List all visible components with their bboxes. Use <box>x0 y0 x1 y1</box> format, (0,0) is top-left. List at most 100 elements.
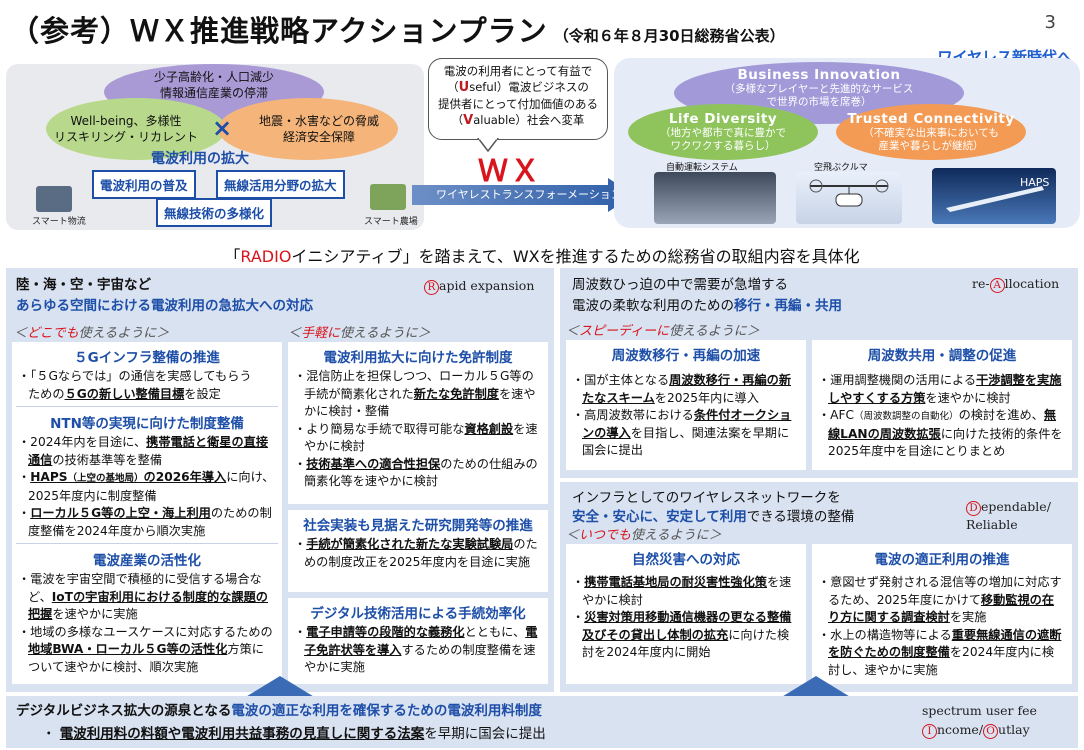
vision-text: 産業や暮らしが継続） <box>878 140 984 152</box>
list-item: ・高周波数帯における条件付オークションの導入を目指し、関連法案を早期に国会に提出 <box>572 408 792 457</box>
card-title: デジタル技術活用による手続効率化 <box>310 606 526 622</box>
card-body: ・手続が簡素化された新たな実験試験局のための制度改正を2025年度内を目途に実施 <box>288 534 548 571</box>
wx-label: ＷＸ <box>478 154 542 189</box>
vision-text: で世界の市場を席巻） <box>766 96 872 108</box>
list-item: ・電波を宇宙空間で積極的に受信する場合など、IoTの宇宙利用における制度的な課題… <box>18 572 268 621</box>
vision-text: （不確実な出来事においても <box>863 127 999 139</box>
caption-smart-farm: スマート農場 <box>364 217 418 227</box>
card-digital: デジタル技術活用による手続効率化 ・電子申請等の段階的な義務化とともに、電子免許… <box>288 598 548 684</box>
card-title: NTN等の実現に向けた制度整備 <box>50 416 244 432</box>
issue-ellipse-disaster: 地震・水害などの脅威 経済安全保障 <box>218 98 398 160</box>
vision-text: （多様なプレイヤーと先進的なサービス <box>724 83 914 95</box>
up-triangle-icon <box>244 676 316 698</box>
page-title: （参考）ＷＸ推進戦略アクションプラン（令和６年８月30日総務省公表） <box>10 14 785 48</box>
list-item: ・国が主体となる周波数移行・再編の新たなスキームを2025年内に導入 <box>572 373 792 405</box>
card-title: 周波数移行・再編の加速 <box>611 348 761 364</box>
challenges-panel: 少子高齢化・人口減少 情報通信産業の停滞 Well-being、多様性 リスキリ… <box>6 64 424 230</box>
list-item: ・2024年内を目途に、携帯電話と衛星の直接通信の技術基準等を整備 <box>18 435 269 467</box>
card-title: 電波の適正利用の推進 <box>874 552 1010 568</box>
motto-easily: ＜手軽に使えるように＞ <box>288 326 431 341</box>
left-panel-heading: 陸・海・空・宇宙など <box>16 277 151 293</box>
reallocation-subheading: 電波の柔軟な利用のための移行・再編・共用 <box>572 298 842 314</box>
card-proper-use: 電波の適正利用の推進 ・意図せず発射される混信等の増加に対応するため、2025年… <box>812 544 1072 684</box>
page-number: 3 <box>1044 12 1056 33</box>
radio-initiative-line: 「RADIOイニシアティブ」を踏まえて、WXを推進するための総務省の取組内容を具… <box>224 247 860 266</box>
caption-autonomous-driving: 自動運転システム <box>666 163 738 173</box>
card-body: ・運用調整機関の活用による干渉調整を実施しやすくする方策を速やかに検討 ・AFC… <box>812 364 1072 461</box>
caption-smart-logistics: スマート物流 <box>32 217 86 227</box>
list-item: ・運用調整機関の活用による干渉調整を実施しやすくする方策を速やかに検討 <box>818 373 1062 405</box>
autonomous-driving-image <box>654 172 776 224</box>
list-item: ・携帯電話基地局の耐災害性強化策を速やかに検討 <box>572 575 792 607</box>
haps-image <box>932 168 1056 224</box>
issue-text: 少子高齢化・人口減少 <box>153 70 274 84</box>
list-item: ・地域の多様なユースケースに対応するための地域BWA・ローカル５G等の活性化方策… <box>18 624 273 674</box>
vision-title: Life Diversity <box>668 111 778 127</box>
up-triangle-icon <box>780 676 852 698</box>
motto-anywhere: ＜どこでも使えるように＞ <box>14 326 170 341</box>
list-item: ・技術基準への適合性担保のための仕組みの簡素化等を速やかに検討 <box>294 456 538 489</box>
list-item: ・HAPS（上空の基地局）の2026年導入に向け、2025年度内に制度整備 <box>18 470 275 503</box>
vision-panel: Business Innovation （多様なプレイヤーと先進的なサービス で… <box>614 58 1080 228</box>
dependable-heading: インフラとしてのワイヤレスネットワークを <box>572 490 841 506</box>
motto-speedy: ＜スピーディーに使えるように＞ <box>566 324 760 339</box>
list-item: ・ローカル５G等の上空・海上利用のための制度整備を2024年度から順次実施 <box>18 506 272 538</box>
card-title: ５Gインフラ整備の推進 <box>74 350 220 366</box>
caption-haps: HAPS <box>1020 176 1050 189</box>
card-body: ・意図せず発射される混信等の増加に対応するため、2025年度にかけて移動監視の在… <box>812 568 1072 679</box>
issue-text: リスキリング・リカレント <box>53 130 198 144</box>
issue-ellipse-wellbeing: Well-being、多様性 リスキリング・リカレント <box>46 98 226 160</box>
card-body: ・2024年内を目途に、携帯電話と衛星の直接通信の技術基準等を整備 ・HAPS（… <box>12 432 282 540</box>
list-item: ・電子申請等の段階的な義務化とともに、電子免許状等を導入するための制度整備を速や… <box>294 625 538 674</box>
bubble-line: 電波の利用者にとって有益で <box>443 64 593 78</box>
issue-text: 経済安全保障 <box>282 130 355 144</box>
vision-text: （地方や都市で真に豊かで <box>660 127 786 139</box>
card-title: 周波数共用・調整の促進 <box>867 348 1017 364</box>
card-title: 電波利用拡大に向けた免許制度 <box>323 350 513 366</box>
card-body: ・国が主体となる周波数移行・再編の新たなスキームを2025年内に導入 ・高周波数… <box>566 364 806 460</box>
card-body: ・混信防止を担保しつつ、ローカル５G等の手続が簡素化された新たな免許制度を速やか… <box>288 366 548 491</box>
card-body: ・電子申請等の段階的な義務化とともに、電子免許状等を導入するための制度整備を速や… <box>288 622 548 677</box>
issue-text: Well-being、多様性 <box>70 114 182 128</box>
tag-fields: 無線活用分野の拡大 <box>216 170 345 199</box>
page-subtitle: （令和６年８月30日総務省公表） <box>553 27 785 45</box>
vision-title: Business Innovation <box>737 67 901 83</box>
card-disaster: 自然災害への対応 ・携帯電話基地局の耐災害性強化策を速やかに検討 ・災害対策用移… <box>566 544 806 684</box>
list-item: ・AFC（周波数調整の自動化）の検討を進め、無線LANの周波数拡張に向けた技術的… <box>818 408 1063 458</box>
card-sharing: 周波数共用・調整の促進 ・運用調整機関の活用による干渉調整を実施しやすくする方策… <box>812 340 1072 470</box>
tag-spread: 電波利用の普及 <box>92 170 196 199</box>
card-title: 自然災害への対応 <box>632 552 740 568</box>
card-infrastructure: ５Gインフラ整備の推進 ・「５Gならでは」の通信を実感してもらうための５Gの新し… <box>12 342 282 684</box>
card-migration: 周波数移行・再編の加速 ・国が主体となる周波数移行・再編の新たなスキームを202… <box>566 340 806 470</box>
transformation-arrow-icon <box>412 178 634 212</box>
list-item: ・混信防止を担保しつつ、ローカル５G等の手続が簡素化された新たな免許制度を速やか… <box>294 369 536 418</box>
card-license: 電波利用拡大に向けた免許制度 ・混信防止を担保しつつ、ローカル５G等の手続が簡素… <box>288 342 548 504</box>
list-item: ・意図せず発射される混信等の増加に対応するため、2025年度にかけて移動監視の在… <box>818 575 1062 624</box>
list-item: ・災害対策用移動通信機器の更なる整備及びその貸出し体制の拡充に向けた検討を202… <box>572 610 792 659</box>
card-title: 社会実装も見据えた研究開発等の推進 <box>303 518 533 534</box>
caption-flying-car: 空飛ぶクルマ <box>814 163 868 173</box>
flying-car-image <box>796 172 902 224</box>
fee-heading: デジタルビジネス拡大の源泉となる電波の適正な利用を確保するための電波利用料制度 <box>16 703 542 719</box>
vision-title: Trusted Connectivity <box>847 111 1015 127</box>
arrow-label: ワイヤレストランスフォーメーション <box>436 188 622 201</box>
card-research: 社会実装も見据えた研究開発等の推進 ・手続が簡素化された新たな実験試験局のための… <box>288 510 548 592</box>
fee-item: ・ 電波利用料の料額や電波利用共益事務の見直しに関する法案を早期に国会に提出 <box>42 726 546 742</box>
list-item: ・手続が簡素化された新たな実験試験局のための制度改正を2025年度内を目途に実施 <box>294 537 538 569</box>
motto-anytime: ＜いつでも使えるように＞ <box>566 528 722 543</box>
left-panel-subheading: あらゆる空間における電波利用の急拡大への対応 <box>16 298 313 314</box>
vision-text: ワクワクする暮らし） <box>670 140 776 152</box>
list-item: ・より簡易な手続で取得可能な資格創設を速やかに検討 <box>294 421 538 454</box>
bubble-line: 提供者にとって付加価値のある <box>437 97 599 111</box>
reallocation-heading: 周波数ひっ迫の中で需要が急増する <box>572 277 788 293</box>
tag-tech: 無線技術の多様化 <box>156 198 273 227</box>
issue-text: 地震・水害などの脅威 <box>258 114 379 128</box>
list-item: ・水上の構造物等による重要無線通信の遮断を防ぐための制度整備を2024年度内に検… <box>818 627 1062 677</box>
cross-icon: × <box>212 114 233 142</box>
vision-trusted-connectivity: Trusted Connectivity （不確実な出来事においても 産業や暮ら… <box>836 104 1026 160</box>
card-body: ・携帯電話基地局の耐災害性強化策を速やかに検討 ・災害対策用移動通信機器の更なる… <box>566 568 806 662</box>
